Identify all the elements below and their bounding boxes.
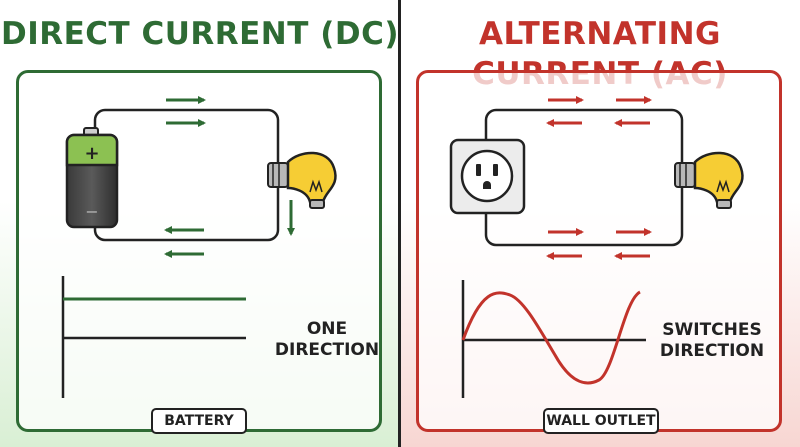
ac-wave-label: SWITCHES DIRECTION	[652, 320, 772, 362]
dc-wave-label-line2: DIRECTION	[274, 340, 380, 360]
dc-title: DIRECT CURRENT (DC)	[0, 16, 400, 52]
dc-circuit-wire	[93, 108, 280, 242]
dc-wave-label-line1: ONE	[306, 319, 348, 339]
center-divider	[398, 0, 401, 447]
battery-minus-sign: −	[85, 202, 98, 221]
battery-icon: + −	[65, 127, 119, 229]
ac-panel	[416, 70, 782, 432]
dc-panel	[16, 70, 382, 432]
battery-plus-sign: +	[84, 143, 99, 164]
ac-sine-wave	[461, 290, 641, 385]
ac-wave-label-line1: SWITCHES	[662, 320, 762, 340]
dc-wave-label: ONE DIRECTION	[272, 319, 382, 361]
dc-graph	[61, 276, 246, 398]
dc-bulb-icon	[267, 151, 337, 209]
dc-source-tag: BATTERY	[151, 408, 247, 434]
wall-outlet-icon	[449, 138, 526, 215]
dc-current-arrows	[164, 96, 295, 258]
ac-wave-label-line2: DIRECTION	[659, 341, 765, 361]
ac-current-arrows	[546, 96, 652, 260]
ac-source-tag: WALL OUTLET	[543, 408, 659, 434]
ac-bulb-icon	[674, 151, 744, 209]
ac-graph	[461, 280, 646, 398]
